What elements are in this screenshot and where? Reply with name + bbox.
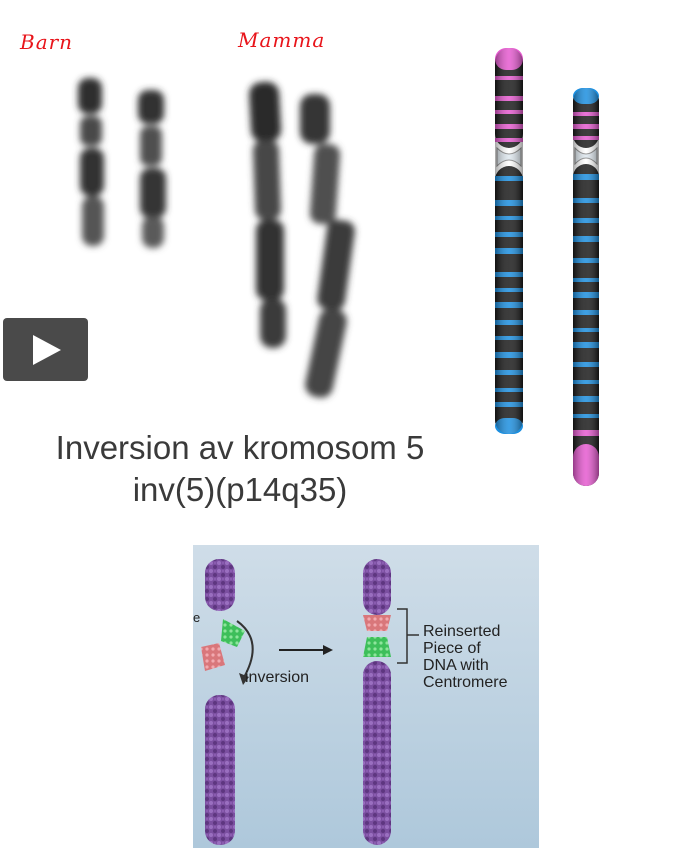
play-button[interactable] — [3, 318, 88, 381]
mother-chromosome-2 — [300, 94, 355, 398]
transition-arrow — [279, 645, 333, 655]
label-mother: Mamma — [238, 28, 326, 52]
chromosome-ideograms — [495, 48, 599, 486]
child-chromosome-1 — [78, 78, 104, 246]
edge-fragment: e — [193, 610, 201, 625]
reinserted-label: Reinserted Piece of DNA with Centromere — [423, 623, 508, 691]
child-chromosome-2 — [138, 90, 166, 248]
inversion-diagram: e inversion Reinserted Piece of DNA with… — [193, 545, 539, 848]
karyotype-photo — [78, 78, 355, 398]
play-icon — [33, 335, 61, 365]
mother-chromosome-1 — [249, 81, 286, 348]
ideogram-normal — [495, 48, 523, 434]
inversion-label: inversion — [245, 669, 310, 686]
chromosome-after — [363, 559, 419, 845]
caption-notation: inv(5)(p14q35) — [132, 471, 348, 508]
chromosome-before — [201, 559, 254, 845]
ideogram-inverted — [573, 88, 599, 486]
label-child: Barn — [20, 30, 74, 54]
caption-title: Inversion av kromosom 5 — [55, 429, 425, 466]
